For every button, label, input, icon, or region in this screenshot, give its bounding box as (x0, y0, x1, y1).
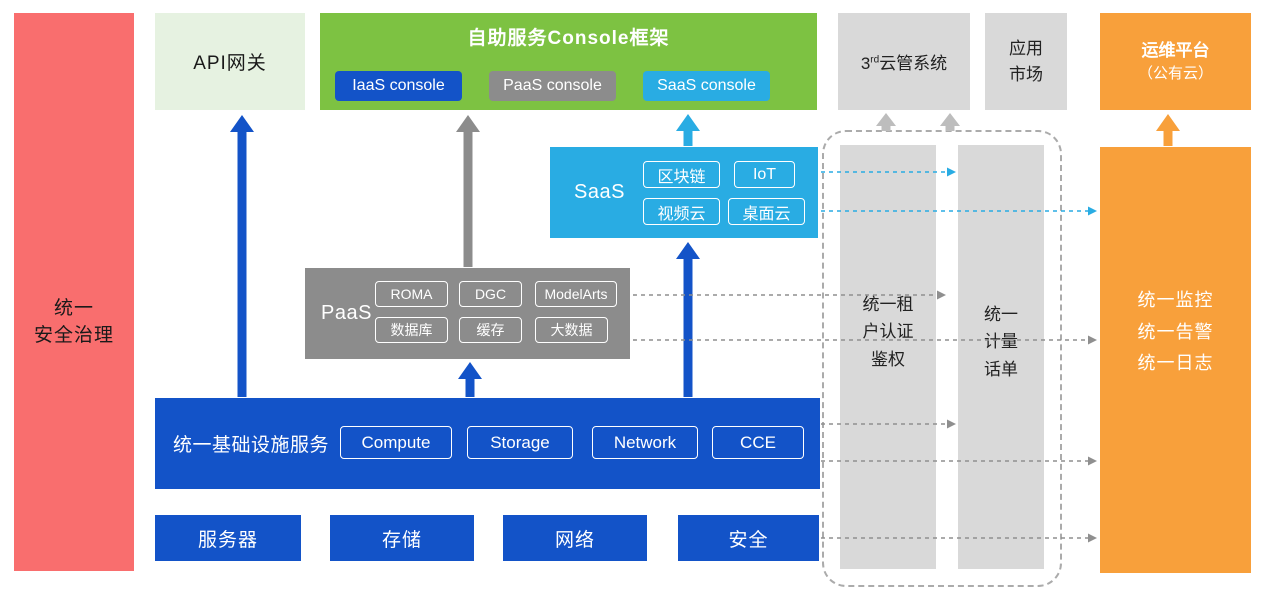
security-governance-panel: 统一 安全治理 (14, 13, 134, 571)
saas-service-iot: IoT (734, 161, 795, 188)
iaas-service-cce: CCE (712, 426, 804, 459)
paas-service-database: 数据库 (375, 317, 448, 343)
ops-platform-label-line1: 运维平台 (1141, 40, 1210, 60)
third-party-cms-panel: 3rd云管系统 (838, 13, 970, 110)
iaas-service-storage: Storage (467, 426, 573, 459)
auth-bar-line2: 户认证 (862, 322, 914, 342)
paas-service-roma: ROMA (375, 281, 448, 307)
auth-bar-line3: 鉴权 (871, 349, 905, 369)
arrow-monitoring-to-ops (1156, 114, 1180, 146)
api-gateway-panel: API网关 (155, 13, 305, 110)
paas-service-dgc: DGC (459, 281, 522, 307)
security-governance-label-line1: 统一 (53, 298, 94, 319)
metering-bar-line1: 统一 (984, 305, 1018, 325)
monitoring-label-line2: 统一告警 (1137, 321, 1214, 342)
paas-service-cache: 缓存 (459, 317, 522, 343)
monitoring-label-line1: 统一监控 (1137, 290, 1214, 311)
auth-bar-line1: 统一租 (862, 295, 914, 315)
console-framework-panel: 自助服务Console框架 IaaS console PaaS console … (320, 13, 817, 110)
paas-panel: PaaS ROMA DGC ModelArts 数据库 缓存 大数据 (305, 268, 630, 359)
hardware-server-box: 服务器 (155, 515, 301, 561)
saas-service-video-cloud: 视频云 (643, 198, 720, 225)
security-governance-label-line2: 安全治理 (33, 325, 114, 346)
iaas-label: 统一基础设施服务 (173, 435, 330, 456)
auth-bar: 统一租 户认证 鉴权 (840, 145, 936, 569)
third-party-cms-num: 3 (860, 54, 871, 73)
saas-service-blockchain: 区块链 (643, 161, 720, 188)
paas-service-bigdata: 大数据 (535, 317, 608, 343)
metering-bar-line3: 话单 (984, 359, 1018, 379)
arrow-iaas-to-saas (676, 242, 700, 397)
app-market-label-line1: 应用 (1009, 39, 1043, 58)
arrow-iaas-to-api-gateway (230, 115, 254, 397)
arrow-paas-to-console (456, 115, 480, 267)
saas-panel: SaaS 区块链 IoT 视频云 桌面云 (550, 147, 818, 238)
iaas-service-compute: Compute (340, 426, 452, 459)
console-framework-title: 自助服务Console框架 (467, 28, 670, 49)
arrow-metering-to-cms (940, 113, 960, 131)
iaas-console-chip: IaaS console (335, 71, 462, 101)
saas-console-chip: SaaS console (643, 71, 770, 101)
metering-bar-line2: 计量 (984, 332, 1018, 352)
metering-bar: 统一 计量 话单 (958, 145, 1044, 569)
app-market-panel: 应用 市场 (985, 13, 1067, 110)
hardware-security-box: 安全 (678, 515, 819, 561)
paas-label: PaaS (321, 302, 372, 324)
third-party-cms-sup: rd (870, 54, 880, 66)
iaas-service-network: Network (592, 426, 698, 459)
saas-service-desktop-cloud: 桌面云 (728, 198, 805, 225)
hardware-storage-box: 存储 (330, 515, 474, 561)
shared-services-container (822, 130, 1062, 587)
arrow-iaas-to-paas (458, 362, 482, 397)
hardware-network-box: 网络 (503, 515, 647, 561)
paas-service-modelarts: ModelArts (535, 281, 617, 307)
third-party-cms-rest: 云管系统 (879, 54, 948, 73)
iaas-panel: 统一基础设施服务 Compute Storage Network CCE (155, 398, 820, 489)
monitoring-label-line3: 统一日志 (1137, 353, 1214, 374)
arrow-saas-to-console (676, 114, 700, 146)
ops-platform-panel: 运维平台 （公有云） (1100, 13, 1251, 110)
monitoring-panel: 统一监控 统一告警 统一日志 (1100, 147, 1251, 573)
api-gateway-label: API网关 (193, 53, 267, 74)
third-party-cms-label: 3rd云管系统 (861, 49, 947, 74)
app-market-label-line2: 市场 (1009, 64, 1043, 84)
arrow-auth-to-cms (876, 113, 896, 131)
paas-console-chip: PaaS console (489, 71, 616, 101)
saas-label: SaaS (574, 181, 625, 203)
ops-platform-label-line2: （公有云） (1137, 65, 1213, 82)
